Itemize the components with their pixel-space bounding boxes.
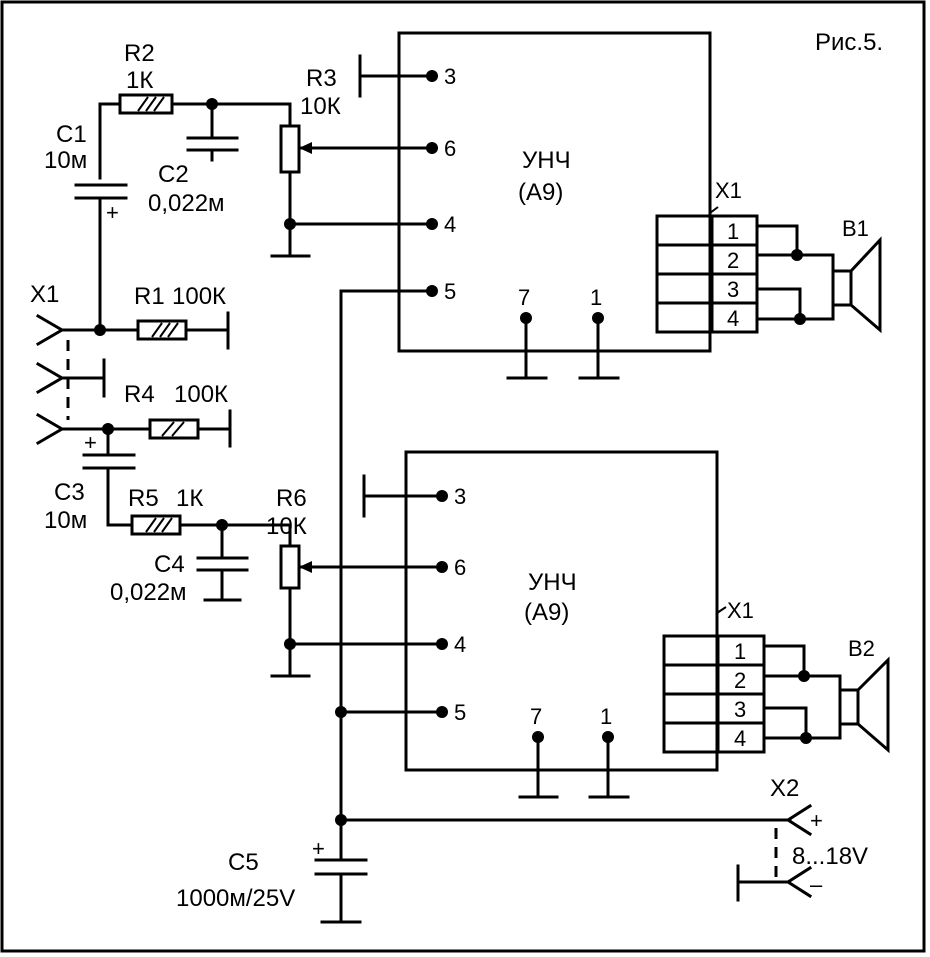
amp1-connector-label: X1	[715, 178, 742, 203]
svg-text:–: –	[810, 872, 823, 897]
svg-text:+: +	[106, 200, 119, 225]
svg-text:3: 3	[734, 697, 746, 722]
svg-text:3: 3	[454, 484, 466, 509]
amp2-module: (А9)	[524, 599, 569, 626]
svg-text:4: 4	[727, 306, 739, 331]
c3-value: 10м	[44, 507, 87, 534]
amp1-pin-4	[426, 218, 438, 230]
r6-ref: R6	[276, 485, 307, 512]
svg-text:4: 4	[454, 632, 466, 657]
speaker-b2	[838, 656, 890, 754]
svg-text:2: 2	[734, 668, 746, 693]
speaker-b1-label: B1	[842, 216, 869, 241]
svg-text:1: 1	[727, 219, 739, 244]
amp1-name: УНЧ	[522, 147, 571, 174]
svg-text:+: +	[84, 430, 97, 455]
x1-input-label: X1	[30, 281, 59, 308]
c4-ref: C4	[154, 551, 185, 578]
r1-value: 100К	[172, 283, 226, 310]
amp2-pin-4	[436, 638, 448, 650]
svg-text:2: 2	[727, 248, 739, 273]
power-supply: + C5 1000м/25V + – X2 8...18V	[176, 289, 868, 924]
c1-ref: C1	[56, 121, 87, 148]
supply-voltage: 8...18V	[792, 843, 868, 870]
c5-ref: C5	[228, 849, 259, 876]
svg-text:1: 1	[734, 639, 746, 664]
svg-text:4: 4	[444, 212, 456, 237]
potentiometer-r3	[279, 124, 301, 174]
x2-label: X2	[770, 775, 799, 802]
r2-ref: R2	[124, 40, 155, 67]
svg-text:1: 1	[590, 285, 602, 310]
svg-text:4: 4	[734, 726, 746, 751]
resistor-r5	[130, 514, 182, 536]
speaker-b1	[831, 236, 882, 334]
potentiometer-r6	[279, 544, 301, 590]
resistor-r1	[136, 319, 188, 341]
resistor-r4	[148, 418, 200, 440]
amp2-pin-3	[436, 490, 448, 502]
amp2-pin-6	[436, 561, 448, 573]
power-jack-x2	[736, 803, 813, 902]
figure-label: Рис.5.	[815, 29, 883, 56]
amp2-pin-5	[436, 706, 448, 718]
speaker-b2-label: B2	[848, 636, 875, 661]
c1-value: 10м	[44, 147, 87, 174]
input-jack-x1	[35, 313, 140, 347]
c2-value: 0,022м	[148, 190, 225, 217]
r3-value: 10К	[300, 93, 341, 120]
svg-text:6: 6	[444, 136, 456, 161]
svg-text:6: 6	[454, 555, 466, 580]
amp1-pin-5	[426, 285, 438, 297]
resistor-r2	[118, 93, 174, 115]
r6-value: 10К	[266, 513, 307, 540]
amp2-name: УНЧ	[528, 569, 577, 596]
amplifier-block-1	[397, 31, 712, 353]
svg-text:+: +	[312, 836, 325, 861]
amplifier-block-2	[404, 450, 719, 772]
r4-ref: R4	[124, 381, 155, 408]
svg-text:1: 1	[600, 704, 612, 729]
r1-ref: R1	[134, 283, 165, 310]
r3-ref: R3	[306, 65, 337, 92]
svg-text:3: 3	[444, 64, 456, 89]
r4-value: 100К	[174, 381, 228, 408]
svg-text:7: 7	[518, 285, 530, 310]
amp1-pin-3	[426, 70, 438, 82]
r5-ref: R5	[128, 485, 159, 512]
svg-text:7: 7	[530, 704, 542, 729]
amp1-pin-6	[426, 142, 438, 154]
svg-text:+: +	[810, 808, 823, 833]
amp2-connector-label: X1	[727, 598, 754, 623]
amp1-module: (А9)	[518, 179, 563, 206]
svg-text:3: 3	[727, 277, 739, 302]
svg-text:5: 5	[444, 279, 456, 304]
channel-2: R4 100К + C3 10м R5 1К C4 0,022м R6 10	[44, 381, 890, 799]
c2-ref: C2	[158, 161, 189, 188]
r5-value: 1К	[176, 485, 203, 512]
c3-ref: C3	[54, 479, 85, 506]
svg-text:5: 5	[454, 700, 466, 725]
c4-value: 0,022м	[110, 579, 187, 606]
c5-value: 1000м/25V	[176, 885, 295, 912]
r2-value: 1К	[126, 67, 153, 94]
channel-1: УНЧ (А9) 3 6 4 5 7 1 X1	[30, 31, 882, 380]
